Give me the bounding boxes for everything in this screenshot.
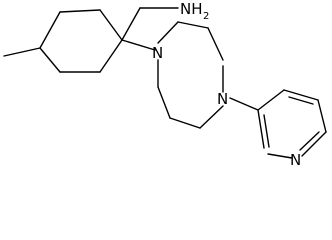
bond [317,99,327,133]
bond [157,21,179,44]
piperazine-n1-label: N [152,44,163,62]
bond [99,39,123,73]
bond [121,39,156,51]
bond [121,7,141,41]
amine-label: NH 2 [180,0,209,22]
bond [177,21,209,29]
chemical-structure: NH 2 N N N [3,0,327,169]
bond [267,153,293,159]
cyclohexane-ring [39,9,123,73]
bond [39,11,61,49]
double-bond-inner [263,114,270,148]
piperazine-n4-label: N [217,90,228,108]
pyridine-ring [257,89,327,159]
bond [199,105,224,129]
bond [39,47,61,73]
amine-subscript: 2 [203,11,209,22]
pyridine-n-label: N [290,151,301,169]
bond [99,9,123,41]
aminomethyl-group [121,7,179,41]
methyl-bond [3,47,41,57]
bond [257,89,285,111]
bond [301,131,327,157]
piperazine-ring [157,21,224,129]
amine-symbol: NH [180,0,203,18]
bond [59,9,101,13]
double-bond-inner [288,96,314,105]
double-bond-inner [299,131,320,151]
bond [207,27,224,61]
bond [229,97,259,111]
bond [157,86,171,119]
bond [169,117,201,129]
bond [257,109,265,149]
bond [283,89,319,101]
